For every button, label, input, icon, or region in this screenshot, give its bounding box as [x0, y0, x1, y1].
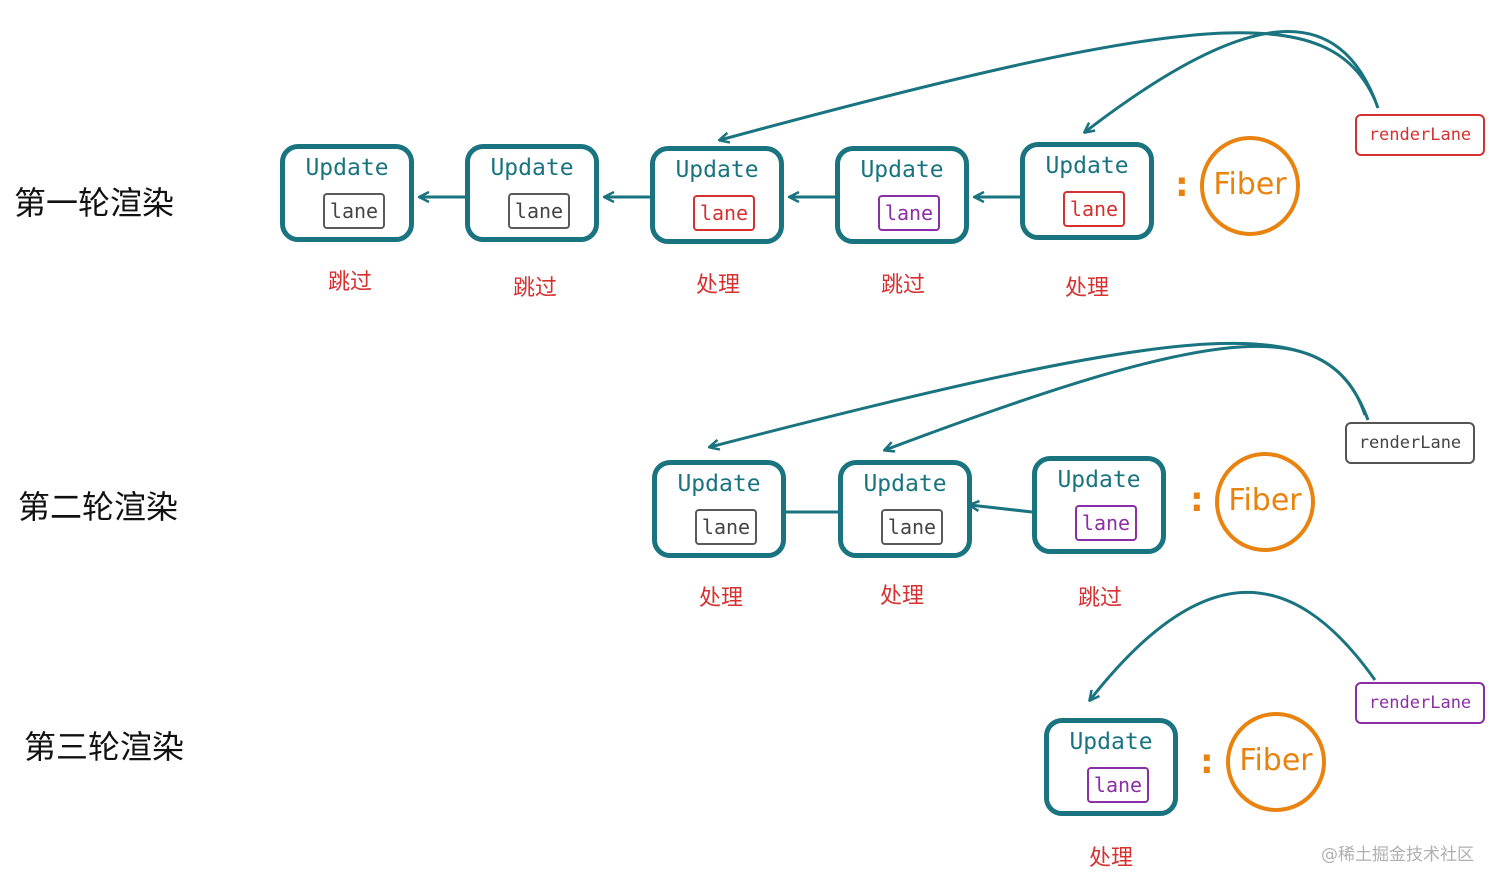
render-lane-arrow [1085, 30, 1380, 132]
link-arrow [970, 505, 1033, 514]
lane-box: lane [1063, 191, 1125, 227]
update-title: Update [863, 471, 947, 497]
round-title: 第一轮渲染 [14, 184, 175, 222]
action-label: 处理 [879, 584, 924, 609]
render-lane-arrow [720, 31, 1377, 140]
lane-box: lane [695, 509, 757, 545]
lane-box: lane [878, 195, 940, 231]
update-title: Update [1045, 153, 1129, 179]
update-node: Update lane [838, 460, 972, 558]
update-node: Update lane [650, 146, 784, 244]
round-title: 第二轮渲染 [18, 488, 179, 526]
update-title: Update [1069, 729, 1153, 755]
action-label: 跳过 [1077, 586, 1122, 611]
lane-box: lane [1087, 767, 1149, 803]
fiber-colon: : [1190, 480, 1204, 520]
lane-box: lane [881, 509, 943, 545]
update-node: Update lane [465, 144, 599, 242]
update-title: Update [305, 155, 389, 181]
update-title: Update [490, 155, 574, 181]
update-node: Update lane [835, 146, 969, 244]
action-label: 处理 [698, 586, 743, 611]
action-label: 跳过 [512, 276, 557, 301]
round-title: 第三轮渲染 [24, 728, 185, 766]
action-label: 处理 [695, 273, 740, 298]
update-title: Update [1057, 467, 1141, 493]
lane-box: lane [508, 193, 570, 229]
update-node: Update lane [1044, 718, 1178, 816]
render-lane-arrow [1090, 590, 1377, 700]
action-label: 处理 [1064, 276, 1109, 301]
fiber-colon: : [1175, 165, 1189, 205]
fiber-colon: : [1200, 742, 1214, 782]
update-node: Update lane [652, 460, 786, 558]
update-node: Update lane [280, 144, 414, 242]
action-label: 处理 [1088, 846, 1133, 871]
render-lane-box: renderLane [1355, 114, 1485, 156]
update-title: Update [677, 471, 761, 497]
update-node: Update lane [1020, 142, 1154, 240]
lane-box: lane [1075, 505, 1137, 541]
update-node: Update lane [1032, 456, 1166, 554]
fiber-circle: Fiber [1215, 452, 1315, 552]
fiber-circle: Fiber [1200, 136, 1300, 236]
lane-box: lane [323, 193, 385, 229]
action-label: 跳过 [327, 270, 372, 295]
watermark: @稀土掘金技术社区 [1321, 845, 1474, 865]
render-lane-box: renderLane [1355, 682, 1485, 724]
render-lane-box: renderLane [1345, 422, 1475, 464]
action-label: 跳过 [880, 273, 925, 298]
update-title: Update [860, 157, 944, 183]
render-lane-arrow [885, 344, 1370, 450]
fiber-circle: Fiber [1226, 712, 1326, 812]
update-title: Update [675, 157, 759, 183]
lane-box: lane [693, 195, 755, 231]
